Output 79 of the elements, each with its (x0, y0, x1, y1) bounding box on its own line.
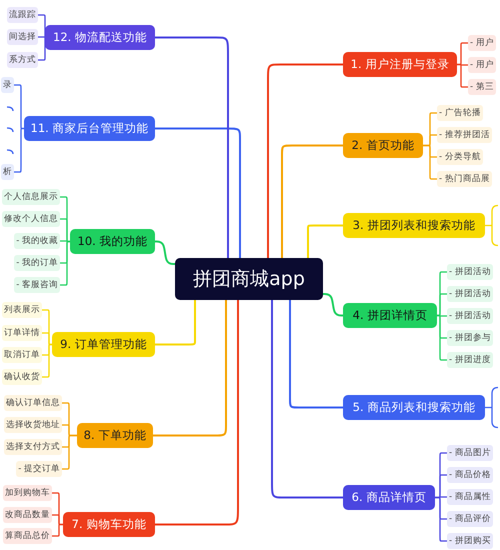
subtopic-label: 算商品总价 (3, 528, 52, 544)
connector-line (42, 332, 52, 346)
subtopic-label: 取消订单 (2, 347, 42, 363)
connector-line (52, 524, 63, 537)
branch-topic-box: 6. 商品详情页 (343, 485, 435, 510)
connector-line (436, 293, 447, 316)
subtopic-label: - 拼团活动 (447, 286, 493, 302)
subtopic-label: 改商品数量 (3, 507, 52, 523)
connector-line (155, 300, 239, 526)
subtopic-label: - 拼团活动 (447, 308, 493, 324)
subtopic-label: - 热门商品展 (437, 171, 492, 187)
subtopic-label: 选择支付方式 (4, 439, 62, 455)
subtopic-label: 加到购物车 (3, 485, 52, 501)
subtopic-label: 确认订单信息 (4, 395, 62, 411)
connector-line (289, 300, 343, 408)
branch-topic-box: 8. 下单功能 (77, 423, 153, 448)
subtopic-label: 流跟踪 (7, 7, 38, 23)
connector-line (155, 36, 229, 258)
subtopic-label: 录 (1, 77, 14, 93)
connector-line (155, 128, 241, 258)
branch-topic-box: 10. 我的功能 (70, 229, 155, 254)
subtopic-label: - 我的收藏 (14, 233, 60, 249)
subtopic-label: 修改个人信息 (2, 211, 60, 227)
branch-topic-box: 11. 商家后台管理功能 (24, 116, 155, 141)
branch-topic-box: 2. 首页功能 (343, 133, 423, 158)
subtopic-label: - 商品价格 (447, 467, 493, 483)
subtopic-label: - 商品属性 (447, 489, 493, 505)
connector-line (435, 496, 447, 542)
subtopic-label: - 提交订单 (16, 461, 62, 477)
subtopic-label: 确认收货 (2, 369, 42, 385)
subtopic-label: 订单详情 (2, 325, 42, 341)
connector-line (153, 300, 227, 436)
subtopic-label: 个人信息展示 (2, 189, 60, 205)
subtopic-label: - 用户 (468, 57, 496, 73)
subtopic-label: - 我的订单 (14, 255, 60, 271)
connector-line (14, 128, 24, 173)
connector-line (281, 144, 343, 258)
subtopic-label: - 第三 (468, 79, 496, 95)
subtopic-label: 选择收货地址 (4, 417, 62, 433)
connector-line (423, 144, 437, 180)
connector-line (60, 240, 70, 286)
subtopic-label: - 分类导航 (437, 149, 483, 165)
subtopic-label: - 客服咨询 (14, 277, 60, 293)
subtopic-label: - 拼团参与 (447, 330, 493, 346)
branch-topic-box: 9. 订单管理功能 (52, 332, 155, 357)
subtopic-label: - 拼团进度 (447, 352, 493, 368)
subtopic-label: - 广告轮播 (437, 105, 483, 121)
connector-line (271, 300, 343, 498)
subtopic-label: - 拼团活动 (447, 264, 493, 280)
branch-topic-box: 7. 购物车功能 (63, 512, 155, 537)
subtopic-label: 间选择 (7, 29, 38, 45)
connector-line (323, 293, 343, 316)
subtopic-label: - 拼团购买 (447, 533, 493, 549)
connector-line (457, 64, 468, 88)
connector-line (155, 240, 175, 265)
branch-topic-box: 1. 用户注册与登录 (343, 52, 457, 77)
subtopic-label: - 用户 (468, 35, 496, 51)
subtopic-label: 系方式 (7, 52, 38, 68)
subtopic-label: - 商品图片 (447, 445, 493, 461)
subtopic-label: 析 (1, 164, 14, 180)
subtopic-label: 列表展示 (2, 302, 42, 318)
subtopic-label: - 商品评价 (447, 511, 493, 527)
subtopic-label: - 推荐拼团活 (437, 127, 492, 143)
branch-topic-box: 3. 拼团列表和搜索功能 (343, 213, 485, 238)
connector-line (155, 300, 196, 346)
connector-line (60, 218, 70, 242)
connector-line (14, 84, 24, 130)
connector-line (38, 36, 46, 61)
branch-topic-box: 4. 拼团详情页 (343, 303, 437, 328)
central-topic-box: 拼团商城app (175, 258, 323, 300)
connector-line (60, 240, 70, 242)
connector-line (436, 314, 447, 361)
connector-line (267, 64, 343, 258)
connector-line (38, 14, 46, 38)
connector-line (62, 434, 77, 470)
connector-line (42, 344, 52, 378)
branch-topic-box: 12. 物流配送功能 (45, 25, 155, 50)
branch-topic-box: 5. 商品列表和搜索功能 (343, 395, 485, 420)
connector-line (307, 224, 343, 258)
